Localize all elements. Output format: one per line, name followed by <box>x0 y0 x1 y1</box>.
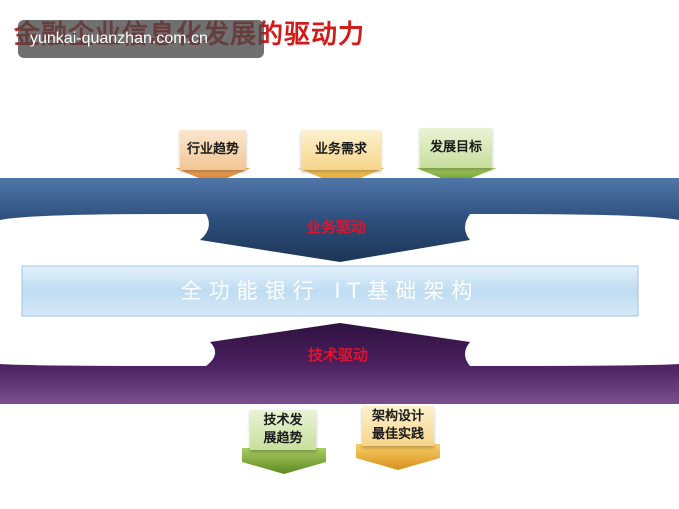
bottom-box-line1: 架构设计 <box>371 409 424 424</box>
business-drive-label: 业务驱动 <box>305 218 366 236</box>
business-drive-band <box>0 178 679 262</box>
center-bar-bg <box>21 265 639 317</box>
tech-drive-label: 技术驱动 <box>307 346 368 364</box>
watermark: yunkai-quanzhan.com.cn <box>18 20 264 58</box>
bottom-box-line2: 展趋势 <box>263 431 303 446</box>
top-box-label: 发展目标 <box>429 140 482 155</box>
top-arrow-3 <box>416 168 497 184</box>
tech-drive-band <box>0 323 679 404</box>
bottom-box-line2: 最佳实践 <box>371 427 424 442</box>
top-box-industry-trend: 行业趋势 <box>180 130 246 170</box>
bottom-base-1 <box>242 448 326 474</box>
bottom-box-architecture: 架构设计 最佳实践 <box>362 406 434 446</box>
top-box-label: 行业趋势 <box>186 142 239 157</box>
top-box-label: 业务需求 <box>314 142 367 157</box>
top-arrow-1 <box>175 168 251 184</box>
bottom-box-tech-trend: 技术发 展趋势 <box>250 410 316 450</box>
top-box-development-goal: 发展目标 <box>420 128 492 168</box>
top-arrow-2 <box>298 168 385 186</box>
bottom-base-2 <box>356 444 440 470</box>
top-box-business-need: 业务需求 <box>301 130 381 170</box>
center-bar-label: 全功能银行 IT基础架构 <box>180 279 480 303</box>
bottom-box-line1: 技术发 <box>263 413 303 428</box>
